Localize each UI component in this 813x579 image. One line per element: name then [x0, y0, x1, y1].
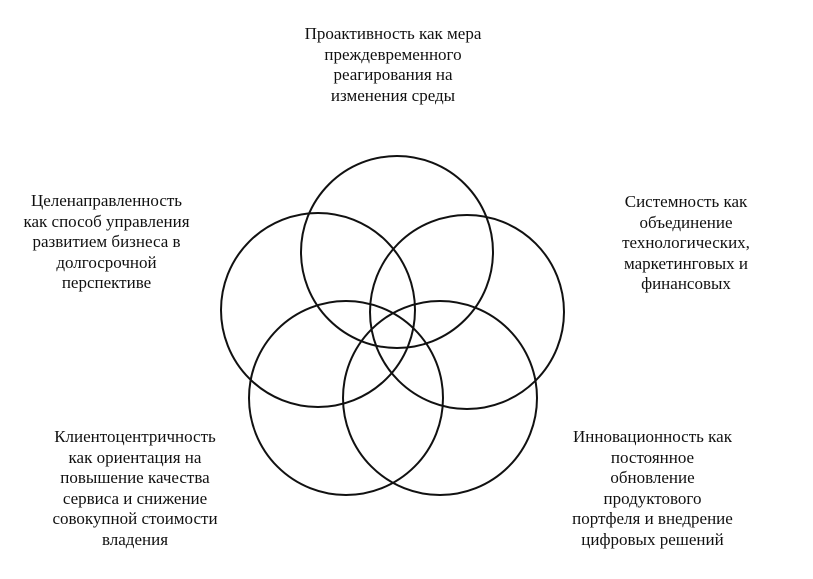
label-line: Системность как — [624, 192, 748, 211]
label-line: постоянное — [610, 447, 695, 467]
label-line: Инновационность как — [573, 427, 732, 446]
label-line: повышение качества — [60, 468, 210, 487]
label-line: как способ управления — [23, 211, 190, 231]
label-line: долгосрочной — [56, 252, 157, 272]
label-systemicity: Системность как объединение технологичес… — [586, 192, 786, 295]
label-line: владения — [101, 529, 169, 549]
label-line: продуктового — [603, 488, 702, 508]
circle-systemicity — [369, 214, 565, 410]
circle-proactivity — [300, 155, 494, 349]
label-line: совокупной стоимости — [52, 509, 218, 528]
circle-purposefulness — [220, 212, 416, 408]
label-line: перспективе — [61, 273, 152, 292]
circle-innovativeness — [342, 300, 538, 496]
label-line: обновление — [610, 468, 695, 487]
label-client-centricity: Клиентоцентричность как ориентация на по… — [20, 427, 250, 550]
label-line: Целенаправленность — [30, 191, 183, 210]
label-line: изменения среды — [330, 85, 456, 105]
circle-client-centricity — [248, 300, 444, 496]
label-line: развитием бизнеса в — [32, 232, 181, 251]
label-innovativeness: Инновационность как постоянное обновлени… — [540, 427, 765, 550]
label-proactivity: Проактивность как мера преждевременного … — [243, 24, 543, 106]
label-line: объединение — [639, 212, 733, 232]
label-line: портфеля и внедрение — [572, 509, 733, 528]
label-line: финансовых — [641, 274, 731, 293]
label-line: сервиса и снижение — [62, 488, 208, 508]
label-line: цифровых решений — [581, 529, 724, 549]
label-line: реагирования на — [333, 65, 453, 84]
label-line: как ориентация на — [68, 447, 202, 467]
label-purposefulness: Целенаправленность как способ управления… — [0, 191, 213, 294]
label-line: маркетинговых и — [623, 253, 749, 273]
label-line: технологических, — [622, 233, 750, 252]
label-line: Клиентоцентричность — [54, 427, 216, 446]
label-line: преждевременного — [324, 44, 462, 64]
label-line: Проактивность как мера — [304, 24, 482, 43]
